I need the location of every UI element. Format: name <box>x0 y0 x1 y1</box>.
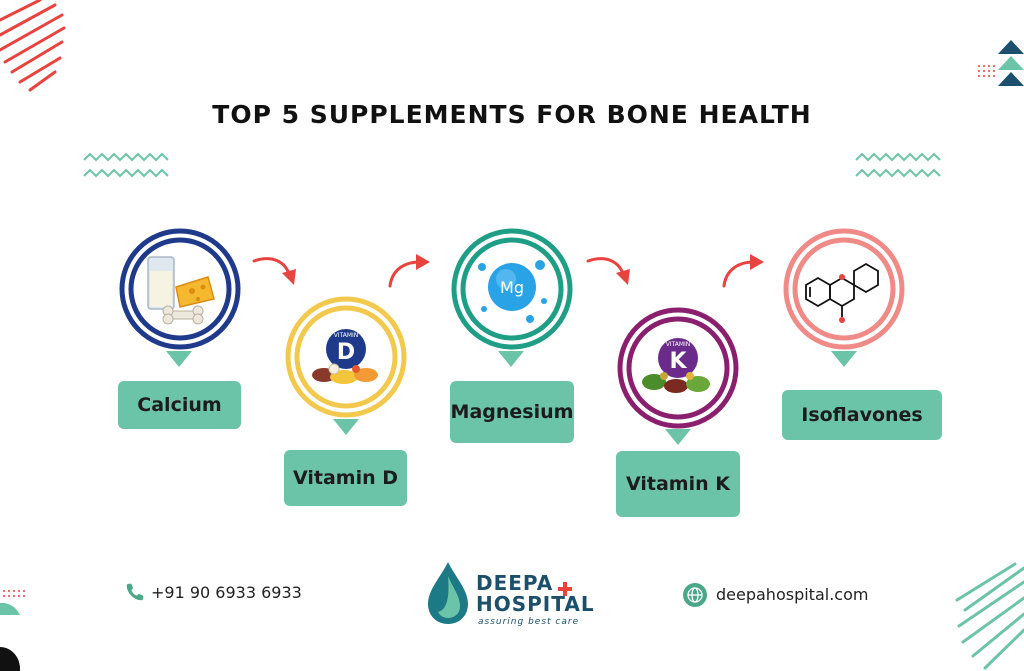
zigzag-decoration-right <box>855 152 941 178</box>
logo-name-line1: DEEPA <box>476 571 554 595</box>
magnesium-badge-letter: Mg <box>500 278 524 297</box>
bone-icon <box>162 305 204 325</box>
vitamin-d-badge-small: VITAMIN <box>334 332 359 339</box>
vitamin-d-pointer <box>333 419 359 435</box>
zigzag-decoration-left <box>83 152 169 178</box>
vitamin-d-label: Vitamin D <box>284 450 407 506</box>
isoflavones-pointer <box>831 351 857 367</box>
arrow-icon <box>388 254 430 288</box>
isoflavones-label: Isoflavones <box>782 390 942 440</box>
magnesium-bubble-icon <box>478 260 547 323</box>
food-icon <box>312 363 378 384</box>
phone-number[interactable]: +91 90 6933 6933 <box>151 583 302 602</box>
vitamin-d-badge-letter: D <box>337 340 355 365</box>
vitamin-k-label-text: Vitamin K <box>626 473 730 495</box>
corner-dots-bottom-left <box>0 590 25 671</box>
arrow-icon <box>586 257 630 285</box>
vitamin-k-badge-letter: K <box>669 349 687 374</box>
corner-scribble-top-left <box>0 0 66 92</box>
food-icon <box>642 372 710 393</box>
logo-name-line2: HOSPITAL <box>476 592 595 616</box>
cheese-icon <box>175 276 215 308</box>
isoflavones-label-text: Isoflavones <box>801 404 923 426</box>
vitamin-d-badge-icon <box>326 329 366 369</box>
arrow-icon <box>252 257 296 285</box>
magnesium-label: Magnesium <box>450 381 574 443</box>
globe-icon <box>683 583 707 607</box>
calcium-label: Calcium <box>118 381 241 429</box>
hospital-logo-icon <box>428 562 468 624</box>
milk-glass-icon <box>147 256 175 310</box>
website-link[interactable]: deepahospital.com <box>716 585 869 604</box>
vitamin-d-circle: VITAMIN D <box>285 296 407 418</box>
arrow-icon <box>722 254 764 288</box>
magnesium-pointer <box>498 351 524 367</box>
vitamin-k-badge-icon <box>658 338 698 378</box>
calcium-pointer <box>166 351 192 367</box>
page-title: TOP 5 SUPPLEMENTS FOR BONE HEALTH <box>212 100 812 129</box>
calcium-label-text: Calcium <box>137 394 222 416</box>
red-cross-icon <box>558 582 572 596</box>
corner-triangles-top-right <box>978 40 1024 86</box>
calcium-circle <box>119 228 241 350</box>
corner-scribble-bottom-right <box>955 562 1024 670</box>
magnesium-circle: Mg <box>451 228 573 350</box>
vitamin-k-label: Vitamin K <box>616 451 740 517</box>
phone-icon <box>126 583 144 601</box>
logo-tagline: assuring best care <box>478 617 580 627</box>
vitamin-k-circle: VITAMIN K <box>617 307 739 429</box>
vitamin-d-label-text: Vitamin D <box>292 467 398 489</box>
isoflavones-circle <box>783 228 905 350</box>
magnesium-label-text: Magnesium <box>450 401 574 423</box>
vitamin-k-badge-small: VITAMIN <box>666 341 691 348</box>
vitamin-k-pointer <box>665 429 691 445</box>
